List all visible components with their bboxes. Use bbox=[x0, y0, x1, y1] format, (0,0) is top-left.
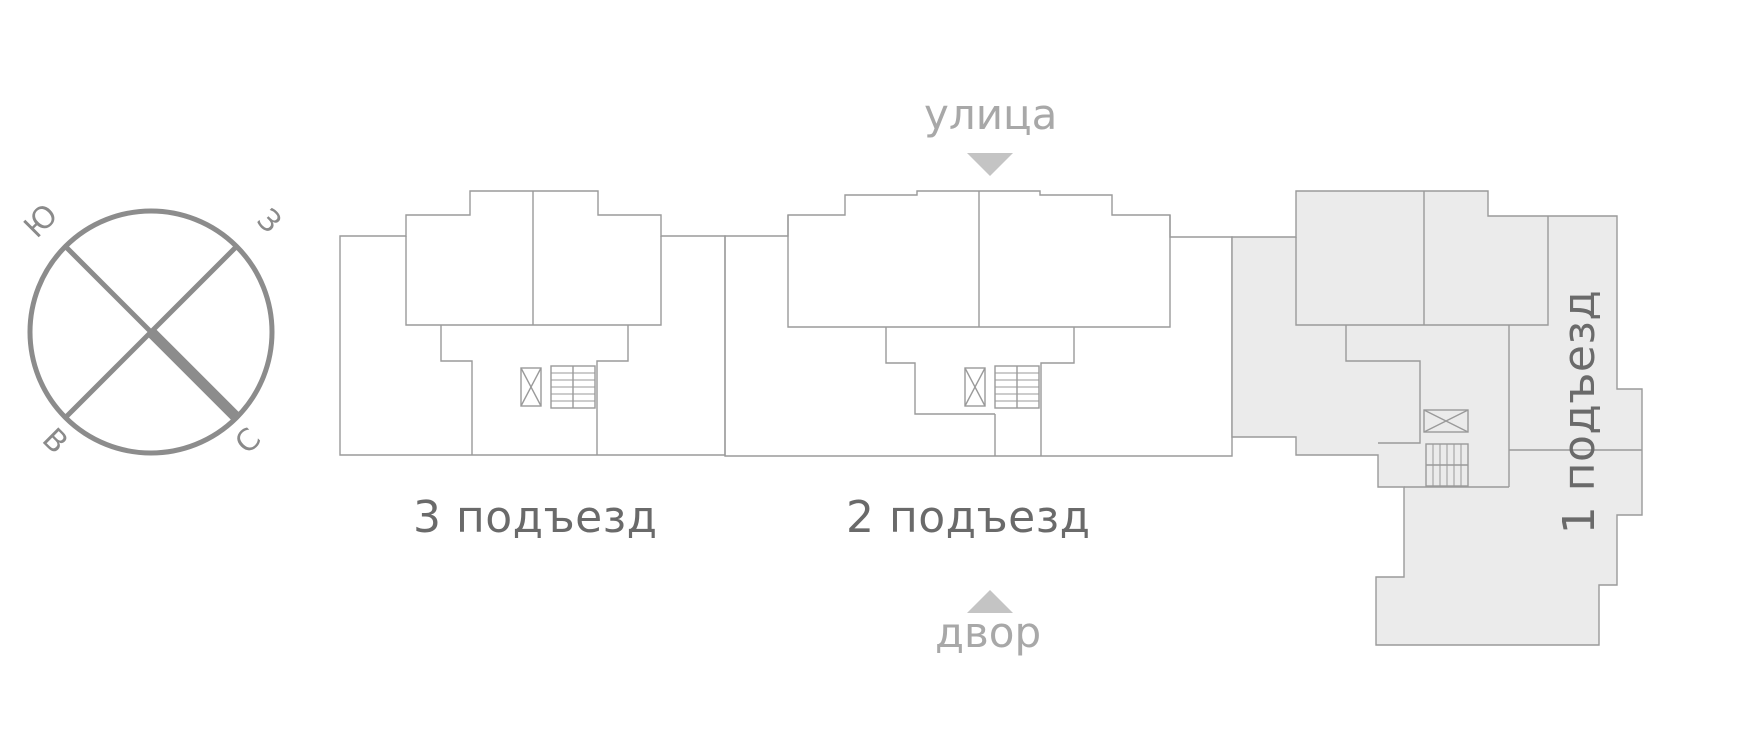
entrance-3-walls bbox=[405, 191, 662, 455]
compass-label-north: С bbox=[229, 422, 269, 462]
entrance-1-stairs-icon bbox=[1425, 443, 1469, 487]
compass-label-south: Ю bbox=[17, 197, 65, 245]
entrance-3-elevator-icon bbox=[520, 367, 542, 407]
entrance-1-elevator-icon bbox=[1423, 409, 1469, 433]
compass-label-east: В bbox=[35, 422, 74, 461]
street-label: улица bbox=[924, 90, 1058, 139]
entrance-3-stairs-icon bbox=[550, 365, 596, 409]
entrance-1-outline bbox=[1231, 190, 1643, 646]
yard-label: двор bbox=[935, 608, 1042, 657]
compass: Ю З В С bbox=[17, 197, 287, 461]
entrance-2-plan[interactable] bbox=[724, 190, 1233, 457]
entrance-1-label[interactable]: 1 подъезд bbox=[1554, 289, 1605, 535]
entrance-3-plan[interactable] bbox=[339, 190, 726, 456]
entrance-1-walls bbox=[1295, 191, 1642, 488]
compass-north-pointer bbox=[147, 328, 240, 421]
entrance-2-walls bbox=[787, 191, 1171, 456]
street-arrow-icon bbox=[967, 153, 1013, 176]
compass-label-west: З bbox=[250, 202, 288, 240]
entrance-3-label[interactable]: 3 подъезд bbox=[413, 492, 658, 543]
compass-ring bbox=[27, 208, 275, 456]
entrance-2-label[interactable]: 2 подъезд bbox=[846, 492, 1091, 543]
entrance-1-plan[interactable] bbox=[1231, 190, 1643, 646]
entrance-2-stairs-icon bbox=[994, 365, 1040, 409]
entrance-2-elevator-icon bbox=[964, 367, 986, 407]
yard-arrow-icon bbox=[967, 590, 1013, 613]
